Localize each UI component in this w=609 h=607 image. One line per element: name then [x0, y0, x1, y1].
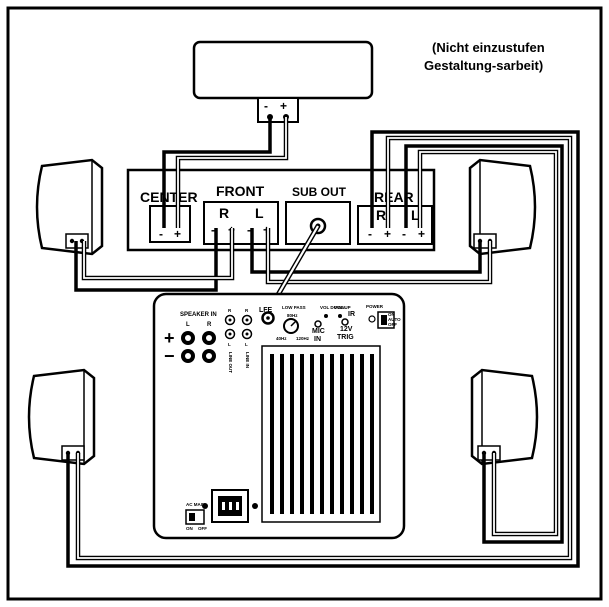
line-out-label: LINE OUT	[228, 352, 233, 373]
receiver-rear-r-plus: +	[384, 227, 391, 241]
power-inlet	[202, 489, 258, 523]
subwoofer-panel: SPEAKER IN L R + − R L LINE OUT R L LINE…	[152, 292, 406, 540]
receiver-rear-r-minus: -	[368, 227, 372, 241]
wire-front-r-positive	[83, 228, 233, 279]
wire-front-l-negative	[250, 228, 482, 274]
speaker-in-r: R	[207, 322, 212, 328]
heatsink	[261, 345, 381, 523]
receiver-center-plus: +	[174, 227, 181, 241]
receiver-front-l: L	[255, 205, 264, 221]
low-pass-min: 40Hz	[276, 336, 287, 341]
ir-label: IR	[348, 311, 355, 318]
line-in-r: R	[245, 308, 249, 313]
speaker-in-l: L	[186, 322, 190, 328]
center-speaker-plus: +	[280, 99, 287, 113]
wire-rear-l-negative	[404, 144, 564, 544]
receiver-rear-r: R	[376, 207, 386, 223]
receiver-front-r-minus: -	[211, 223, 215, 237]
outer-frame	[6, 6, 603, 601]
line-in-label: LINE IN	[245, 352, 250, 368]
front-left-speaker	[35, 158, 104, 256]
wire-center-positive	[177, 117, 287, 228]
power-on: ON	[388, 312, 395, 317]
center-speaker: - +	[192, 40, 374, 123]
speaker-in-binding-posts	[181, 331, 216, 363]
low-pass-max: 120Hz	[296, 336, 310, 341]
wires	[66, 117, 580, 568]
receiver-center-label: CENTER	[140, 189, 198, 205]
front-right-speaker	[468, 158, 537, 256]
receiver-rear-label: REAR	[374, 189, 414, 205]
trig-label: TRIG	[337, 334, 354, 341]
wire-rear-r-negative	[66, 130, 580, 568]
power-off: OFF	[388, 322, 397, 327]
low-pass-mid: 80Hz	[287, 313, 298, 318]
mic-label: MIC	[312, 328, 325, 335]
wire-rear-l-positive	[419, 151, 557, 535]
low-pass-label: LOW PASS	[282, 305, 306, 310]
trig-12v-label: 12V	[340, 326, 353, 333]
receiver-center-minus: -	[159, 227, 163, 241]
vol-up-label: VOL UP	[334, 305, 351, 310]
receiver-rear-l-plus: +	[418, 227, 425, 241]
rear-left-speaker	[27, 368, 96, 466]
wire-front-r-negative	[74, 228, 218, 292]
wire-center-negative	[162, 117, 272, 228]
wire-rear-r-positive	[77, 137, 571, 559]
receiver-front-label: FRONT	[216, 183, 265, 199]
ac-main-label: AC MAIN	[186, 502, 205, 507]
mic-in-label: IN	[314, 336, 321, 343]
wire-front-l-positive	[267, 228, 491, 283]
note-line-2: Gestaltung-sarbeit)	[424, 58, 543, 73]
receiver-front-l-minus: -	[247, 223, 251, 237]
speaker-in-plus: +	[164, 328, 175, 348]
receiver-front-r: R	[219, 205, 229, 221]
rear-right-speaker	[470, 368, 539, 466]
ac-main-off: OFF	[198, 526, 207, 531]
speaker-in-minus: −	[164, 346, 175, 366]
receiver-sub-out-label: SUB OUT	[292, 185, 347, 199]
note-line-1: (Nicht einzustufen	[432, 40, 545, 55]
receiver-center-terminal	[149, 205, 191, 243]
line-out-r: R	[228, 308, 232, 313]
receiver-rear-l: L	[411, 207, 420, 223]
power-label: POWER	[366, 304, 384, 309]
lfe-label: LFE	[259, 307, 273, 314]
ac-main-on: ON	[186, 526, 193, 531]
power-auto: AUTO	[388, 317, 401, 322]
center-speaker-minus: -	[264, 99, 268, 113]
line-out-l: L	[228, 342, 231, 347]
vol-down-label: VOL DOWN	[320, 305, 345, 310]
line-in-l: L	[245, 342, 248, 347]
receiver-rear-l-minus: -	[402, 227, 406, 241]
speaker-in-label: SPEAKER IN	[180, 312, 217, 318]
